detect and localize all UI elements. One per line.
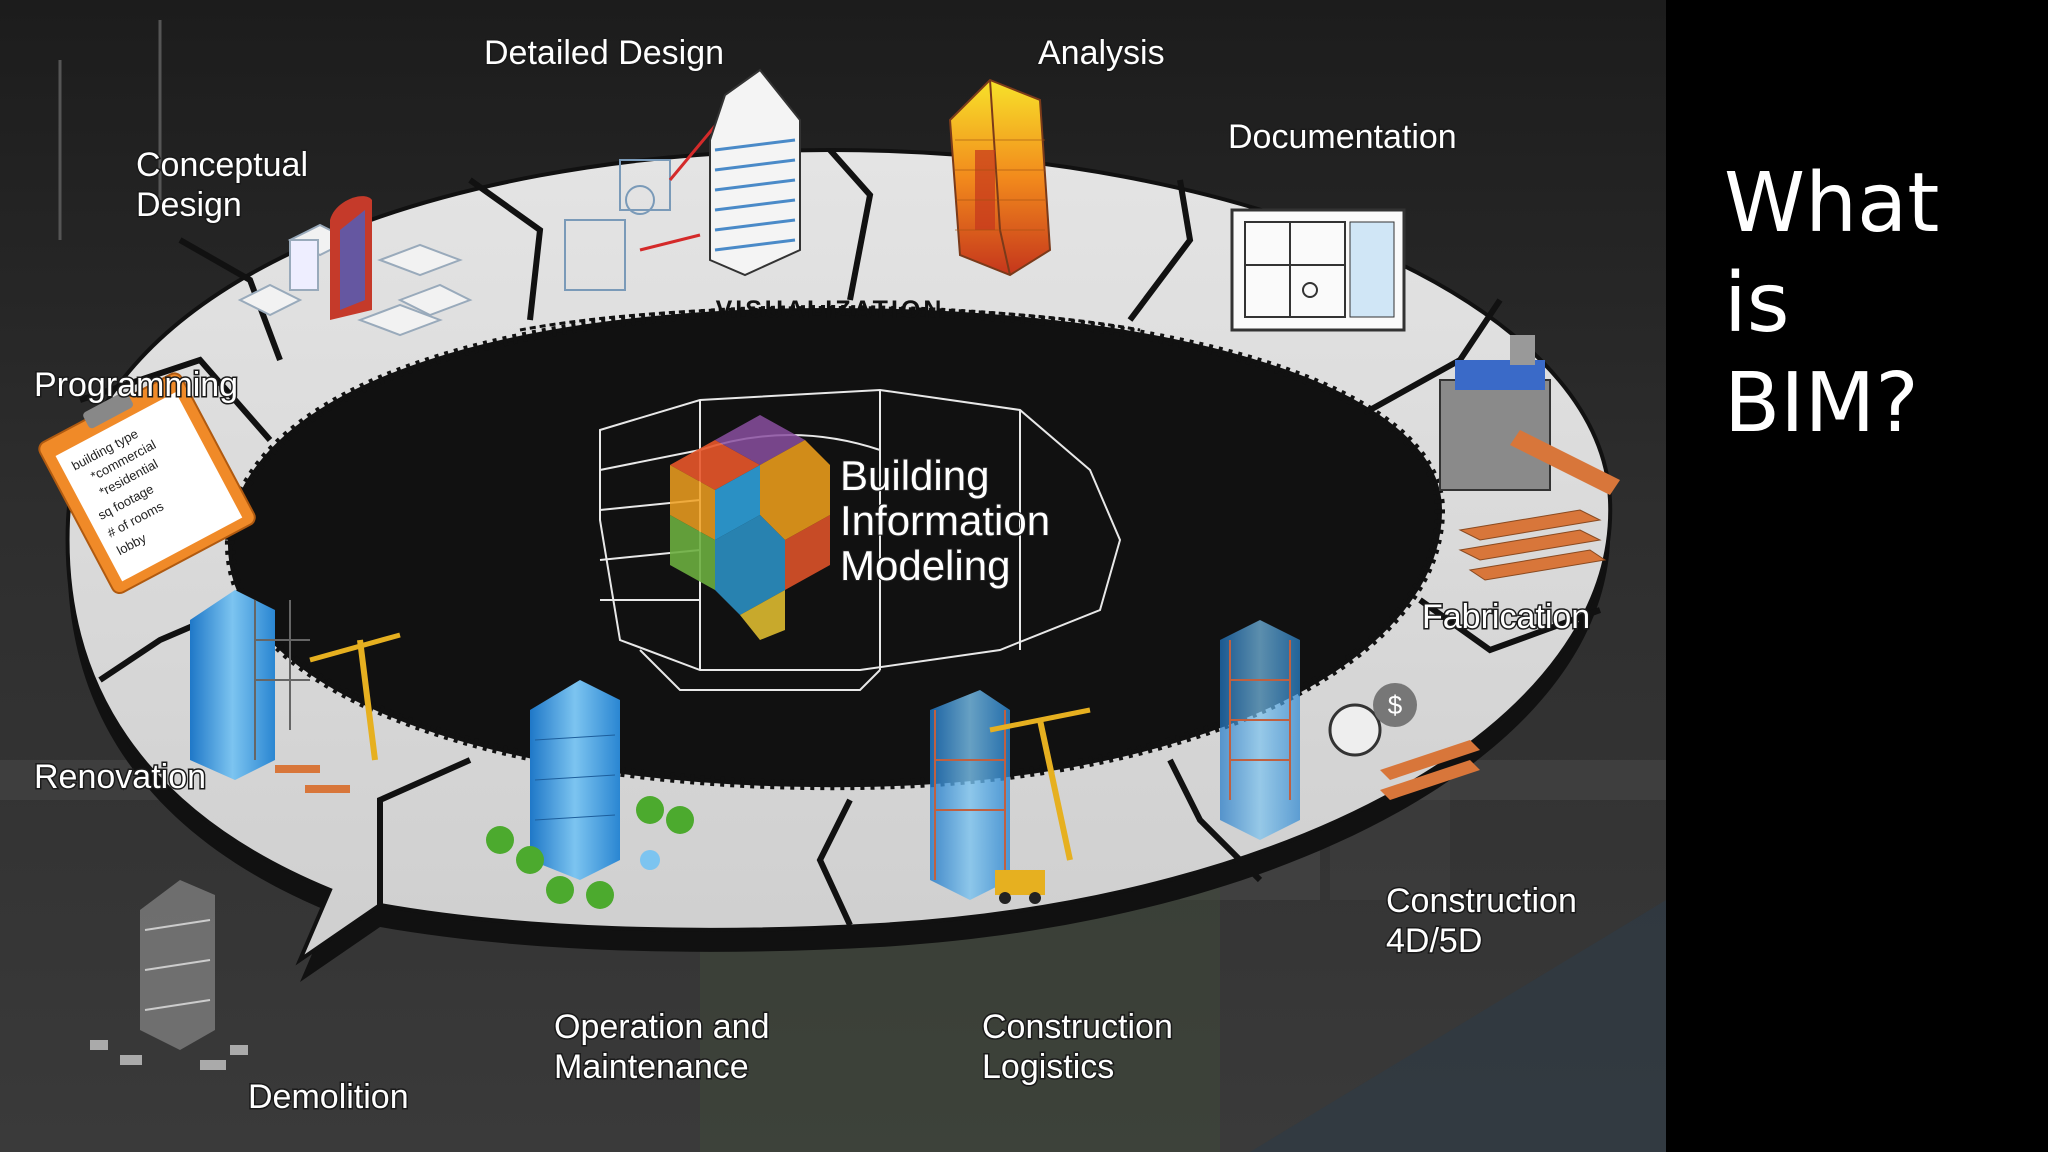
stage-label-programming: Programming bbox=[34, 366, 238, 404]
stage-label-construction-logistics: Construction Logistics bbox=[982, 1008, 1182, 1086]
bim-lifecycle-diagram: VISUALIZATION bbox=[0, 0, 1666, 1152]
center-label: Building Information Modeling bbox=[840, 452, 1062, 589]
dollar-icon: $ bbox=[1388, 690, 1403, 720]
stage-label-operation-maintenance: Operation and Maintenance bbox=[554, 1008, 779, 1086]
center-label-line-3: Modeling bbox=[840, 542, 1010, 589]
center-label-line-1: Building bbox=[840, 452, 989, 499]
analysis-illustration bbox=[948, 78, 1052, 277]
construction-logistics-illustration bbox=[930, 690, 1091, 904]
stage-label-documentation: Documentation bbox=[1228, 118, 1457, 156]
bim-cube-logo bbox=[670, 415, 830, 640]
detailed-design-illustration bbox=[564, 68, 801, 291]
fabrication-illustration bbox=[1439, 335, 1620, 581]
diagram-canvas: VISUALIZATION bbox=[0, 0, 1666, 1152]
stage-label-fabrication: Fabrication bbox=[1422, 598, 1590, 636]
stage-label-demolition: Demolition bbox=[248, 1078, 409, 1116]
demolition-illustration bbox=[90, 880, 248, 1070]
visualization-band: VISUALIZATION bbox=[519, 296, 1141, 332]
stage-label-construction-4d5d: Construction 4D/5D bbox=[1386, 882, 1586, 960]
renovation-illustration bbox=[190, 590, 401, 793]
title-line-is: is bbox=[1724, 256, 1790, 351]
programming-clipboard: building type *commercial *residential s… bbox=[38, 372, 256, 595]
conceptual-design-illustration bbox=[237, 196, 473, 337]
documentation-illustration bbox=[1230, 208, 1406, 332]
stage-label-detailed-design: Detailed Design bbox=[484, 34, 724, 72]
title-line-bim: BIM? bbox=[1724, 356, 1919, 451]
visualization-label: VISUALIZATION bbox=[716, 296, 945, 324]
stage-label-renovation: Renovation bbox=[34, 758, 206, 796]
title-line-what: What bbox=[1724, 156, 1940, 251]
title-panel: What is BIM? bbox=[1666, 0, 2048, 1152]
stage-label-conceptual-design: Conceptual Design bbox=[136, 146, 317, 224]
center-label-line-2: Information bbox=[840, 497, 1050, 544]
construction-4d5d-illustration: $ bbox=[1220, 620, 1480, 840]
stage-label-analysis: Analysis bbox=[1038, 34, 1165, 72]
operation-maintenance-illustration bbox=[486, 680, 694, 909]
